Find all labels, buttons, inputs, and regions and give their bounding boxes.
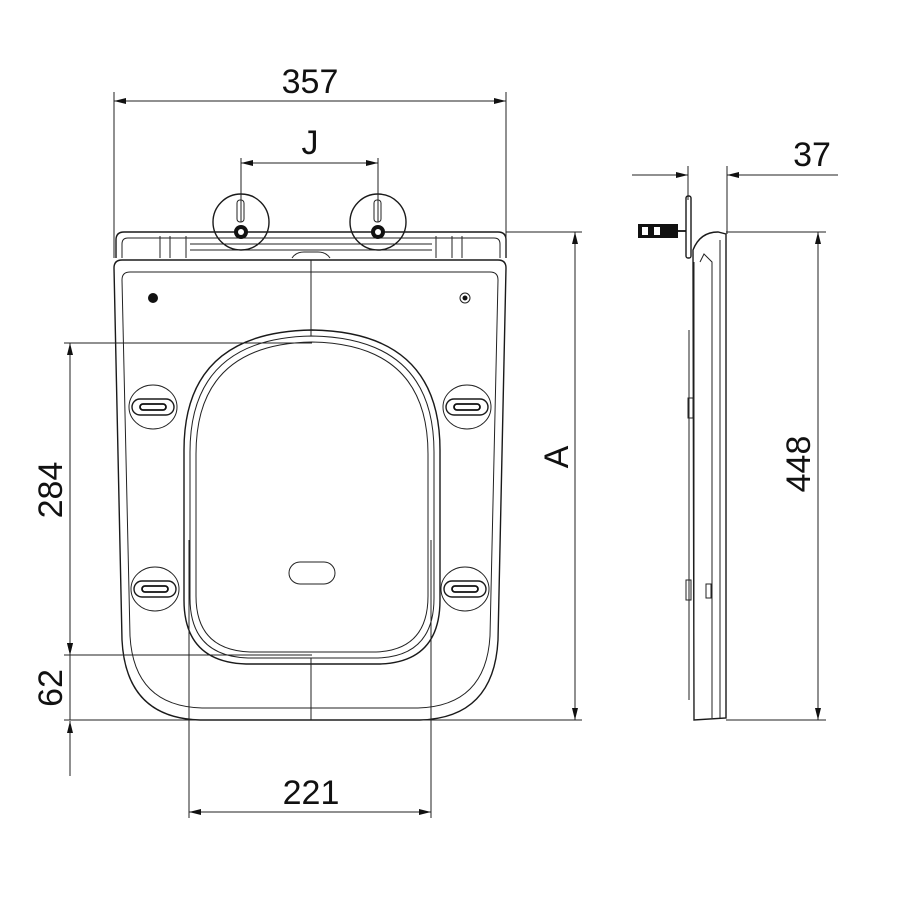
dimension-overall-width: 357 [113,63,507,258]
right-buffer-dot [459,292,471,304]
dimension-hinge-spacing: J [240,124,379,222]
dimension-inner-opening-width: 221 [188,540,432,818]
hinge-bar [115,231,507,259]
bumper-top-right [442,384,492,430]
dim-label-a: A [538,445,576,468]
top-view [113,193,507,721]
seat-opening [183,329,441,665]
center-slot [288,561,336,585]
dimension-side-depth: 37 [632,136,838,234]
dimension-inner-opening-length: 284 [32,342,312,656]
bumper-top-left [128,384,178,430]
dim-label-357: 357 [282,63,339,101]
dim-label-j: J [302,124,319,162]
bumper-bottom-right [440,566,490,612]
side-view [638,195,727,721]
dimension-side-length: 448 [726,231,826,721]
dim-label-62: 62 [32,669,70,707]
dim-label-221: 221 [283,774,340,812]
dim-label-284: 284 [32,462,70,519]
bumper-bottom-left [130,566,180,612]
dimension-seat-length: A [506,231,582,721]
dim-label-37: 37 [793,136,831,174]
dimension-front-rim: 62 [32,620,506,776]
dim-label-448: 448 [780,436,818,493]
left-buffer-dot [148,293,158,303]
seat-outline [113,259,507,721]
